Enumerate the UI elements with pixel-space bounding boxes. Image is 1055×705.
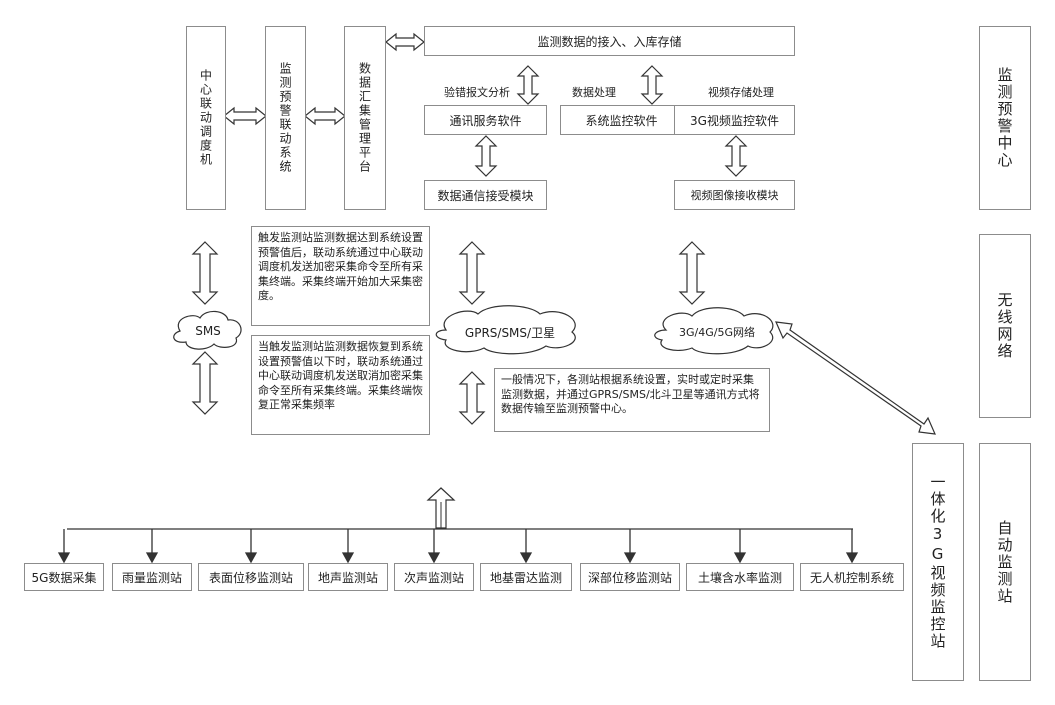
video-monitor-software-label: 3G视频监控软件 — [690, 113, 779, 128]
cellular-network-label: 3G/4G/5G网络 — [679, 326, 755, 339]
bus-drop-arrowhead — [845, 552, 859, 564]
sms-network-label: SMS — [195, 324, 221, 338]
integrated-3g-station-box[interactable]: 一体化3G视频监控站 — [912, 443, 964, 681]
station-label: 表面位移监测站 — [208, 570, 293, 585]
video-monitor-software-box[interactable]: 3G视频监控软件 — [674, 105, 795, 135]
arrow-sms-down — [191, 351, 219, 415]
arrow-col1-sms — [191, 241, 219, 305]
storage-label: 监测数据的接入、入库存储 — [537, 34, 682, 49]
station-box-5[interactable]: 地基雷达监测 — [480, 563, 572, 591]
station-label: 地基雷达监测 — [489, 570, 562, 585]
arrow-storage-sys — [640, 65, 664, 105]
station-box-3[interactable]: 地声监测站 — [308, 563, 388, 591]
station-label: 土壤含水率监测 — [697, 570, 782, 585]
arrow-col3-storage — [385, 32, 425, 52]
note-trigger: 触发监测站监测数据达到系统设置预警值后，联动系统通过中心联动调度机发送加密采集命… — [251, 226, 430, 326]
arrow-storage-comm — [516, 65, 540, 105]
station-label: 雨量监测站 — [121, 570, 182, 585]
data-receive-module-label: 数据通信接受模块 — [437, 188, 534, 203]
note-restore: 当触发监测站监测数据恢复到系统设置预警值以下时，联动系统通过中心联动调度机发送取… — [251, 335, 430, 435]
station-label: 次声监测站 — [403, 570, 464, 585]
gprs-network-label: GPRS/SMS/卫星 — [464, 326, 556, 340]
warning-center-box[interactable]: 监测预警中心 — [979, 26, 1031, 210]
wireless-network-box[interactable]: 无线网络 — [979, 234, 1031, 418]
station-box-7[interactable]: 土壤含水率监测 — [686, 563, 794, 591]
bus-drop-arrowhead — [341, 552, 355, 564]
arrow-comm-recv — [474, 135, 498, 177]
data-management-platform-label: 数据汇集管理平台 — [357, 62, 372, 174]
cloud-345g — [654, 307, 774, 355]
arrow-gprs-down — [458, 371, 486, 425]
label-message-parse: 验错报文分析 — [444, 86, 510, 99]
arrow-col2-col3 — [304, 106, 346, 126]
bus-drop-arrowhead — [519, 552, 533, 564]
system-monitor-software-label: 系统监控软件 — [585, 113, 658, 128]
station-box-4[interactable]: 次声监测站 — [394, 563, 474, 591]
central-dispatcher-label: 中心联动调度机 — [198, 69, 213, 167]
arrow-video-net — [678, 241, 706, 305]
comm-service-software-label: 通讯服务软件 — [449, 113, 522, 128]
wireless-network-label: 无线网络 — [995, 292, 1014, 360]
station-label: 地声监测站 — [317, 570, 378, 585]
note-general: 一般情况下，各测站根据系统设置，实时或定时采集监测数据，并通过GPRS/SMS/… — [494, 368, 770, 432]
system-monitor-software-box[interactable]: 系统监控软件 — [560, 105, 683, 135]
bus-drop-arrowhead — [427, 552, 441, 564]
video-receive-module-label: 视频图像接收模块 — [690, 189, 779, 202]
station-box-0[interactable]: 5G数据采集 — [24, 563, 104, 591]
label-data-processing: 数据处理 — [572, 86, 616, 99]
bus-drop-arrowhead — [57, 552, 71, 564]
warning-linkage-system-box[interactable]: 监测预警联动系统 — [265, 26, 306, 210]
warning-center-label: 监测预警中心 — [995, 67, 1014, 169]
video-receive-module-box[interactable]: 视频图像接收模块 — [674, 180, 795, 210]
bus-drop-arrowhead — [733, 552, 747, 564]
station-box-1[interactable]: 雨量监测站 — [112, 563, 192, 591]
cloud-sms — [173, 310, 242, 350]
bus-drop-arrowhead — [244, 552, 258, 564]
bus-drop-arrowhead — [145, 552, 159, 564]
warning-linkage-system-label: 监测预警联动系统 — [278, 62, 292, 174]
auto-station-box[interactable]: 自动监测站 — [979, 443, 1031, 681]
auto-station-label: 自动监测站 — [995, 519, 1014, 605]
arrow-recv-gprs — [458, 241, 486, 305]
arrow-net-station — [775, 321, 936, 435]
integrated-3g-station-label: 一体化3G视频监控站 — [928, 474, 947, 650]
cloud-gprs — [435, 305, 576, 355]
bus-drop-arrowhead — [623, 552, 637, 564]
station-label: 无人机控制系统 — [809, 570, 894, 585]
station-label: 5G数据采集 — [31, 570, 97, 585]
data-management-platform-box[interactable]: 数据汇集管理平台 — [344, 26, 386, 210]
station-label: 深部位移监测站 — [587, 570, 672, 585]
data-receive-module-box[interactable]: 数据通信接受模块 — [424, 180, 547, 210]
label-video-storage: 视频存储处理 — [708, 86, 774, 99]
station-box-2[interactable]: 表面位移监测站 — [198, 563, 304, 591]
station-box-8[interactable]: 无人机控制系统 — [800, 563, 904, 591]
comm-service-software-box[interactable]: 通讯服务软件 — [424, 105, 547, 135]
arrow-3g-recv — [724, 135, 748, 177]
central-dispatcher-box[interactable]: 中心联动调度机 — [186, 26, 226, 210]
arrow-col1-col2 — [223, 106, 267, 126]
storage-box[interactable]: 监测数据的接入、入库存储 — [424, 26, 795, 56]
station-box-6[interactable]: 深部位移监测站 — [580, 563, 680, 591]
